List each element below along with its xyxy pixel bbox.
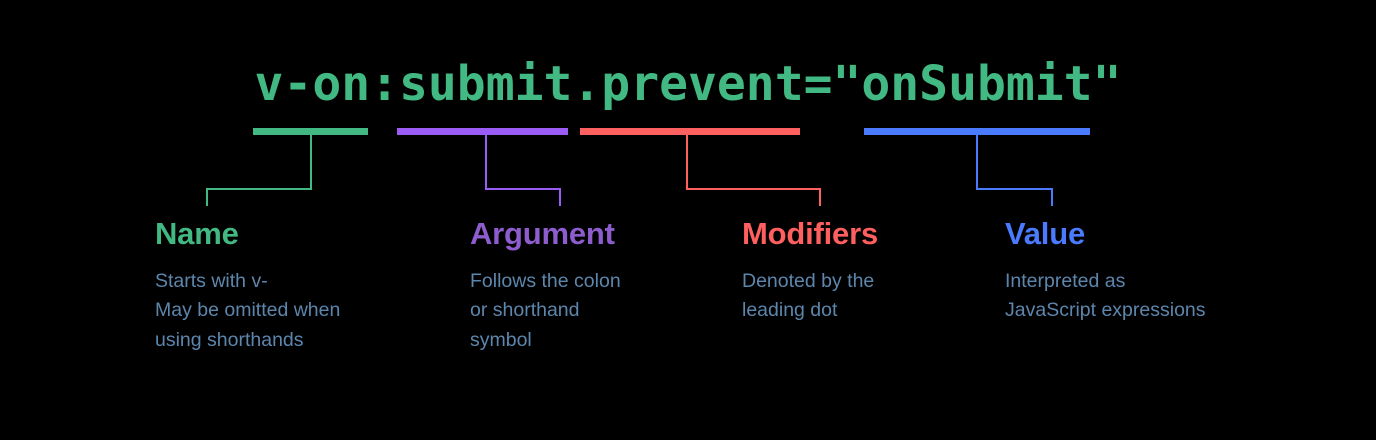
connector-name	[206, 134, 312, 206]
heading-value: Value	[1005, 216, 1085, 251]
connector-value	[976, 134, 1053, 206]
underline-argument	[397, 128, 568, 135]
description-modifiers: Denoted by the leading dot	[742, 269, 875, 322]
connector-modifiers	[686, 134, 821, 206]
heading-argument: Argument	[470, 216, 615, 251]
underline-modifiers	[580, 128, 800, 135]
underline-value	[864, 128, 1090, 135]
connector-argument	[485, 134, 561, 206]
description-argument: Follows the colon or shorthand symbol	[470, 269, 621, 351]
heading-modifiers: Modifiers	[742, 216, 878, 251]
description-name: Starts with v- May be omitted when using…	[155, 269, 341, 351]
directive-code-text: v-on:submit.prevent="onSubmit"	[254, 56, 1122, 112]
description-value: Interpreted as JavaScript expressions	[1005, 269, 1206, 322]
underline-name	[253, 128, 368, 135]
heading-name: Name	[155, 216, 239, 251]
